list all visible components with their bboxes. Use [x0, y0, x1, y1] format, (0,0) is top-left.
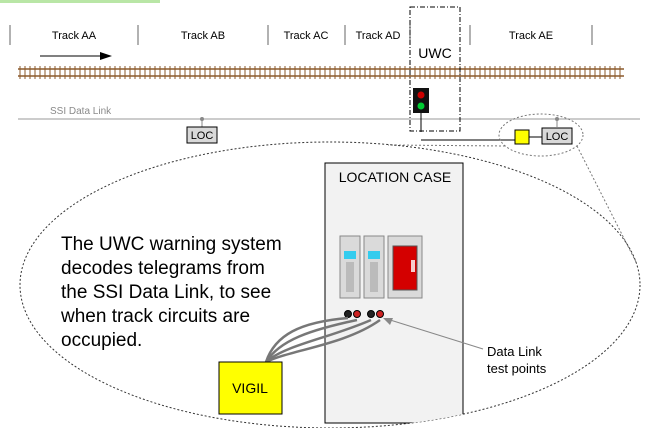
loc-label-right: LOC	[546, 131, 569, 143]
test-point-connectors	[344, 310, 384, 318]
description-line-3: the SSI Data Link, to see	[61, 282, 271, 303]
module-2	[363, 235, 385, 299]
zoom-line	[576, 145, 637, 263]
signal-icon	[413, 88, 429, 132]
module-1	[339, 235, 361, 299]
module-3-red	[387, 235, 423, 299]
direction-arrow-icon	[40, 52, 112, 60]
datalink-pointer-arrow	[383, 318, 484, 350]
uwc-equipment-box	[514, 129, 530, 145]
datalink-label-line-2: test points	[487, 361, 547, 376]
loc-label-left: LOC	[191, 130, 214, 142]
track-label-aa: Track AA	[52, 30, 97, 42]
vigil-cables	[264, 316, 381, 364]
track-label-ac: Track AC	[284, 30, 329, 42]
location-case-label: LOCATION CASE	[339, 169, 452, 185]
track-label-ae: Track AE	[509, 30, 553, 42]
vigil-label: VIGIL	[232, 380, 268, 396]
loc-box-right: LOC	[421, 117, 573, 145]
zoom-detail-ellipse	[19, 141, 641, 428]
description-line-5: occupied.	[61, 330, 142, 351]
vigil-box	[218, 361, 283, 415]
track-label-ad: Track AD	[356, 30, 401, 42]
description-line-2: decodes telegrams from	[61, 258, 265, 279]
track-label-ab: Track AB	[181, 30, 225, 42]
description-line-4: when track circuits are	[60, 306, 250, 327]
loc-box-left: LOC	[186, 117, 218, 144]
zoom-line	[387, 144, 506, 147]
uwc-zone-box	[409, 6, 461, 132]
uwc-label: UWC	[418, 45, 451, 61]
railway-track	[18, 66, 624, 79]
description-line-1: The UWC warning system	[61, 234, 282, 255]
ssi-data-link-label: SSI Data Link	[50, 106, 112, 117]
uwc-label-bg	[414, 44, 456, 61]
top-accent-bar	[0, 0, 160, 3]
datalink-label-line-1: Data Link	[487, 344, 542, 359]
zoom-source-ellipse	[498, 113, 584, 157]
